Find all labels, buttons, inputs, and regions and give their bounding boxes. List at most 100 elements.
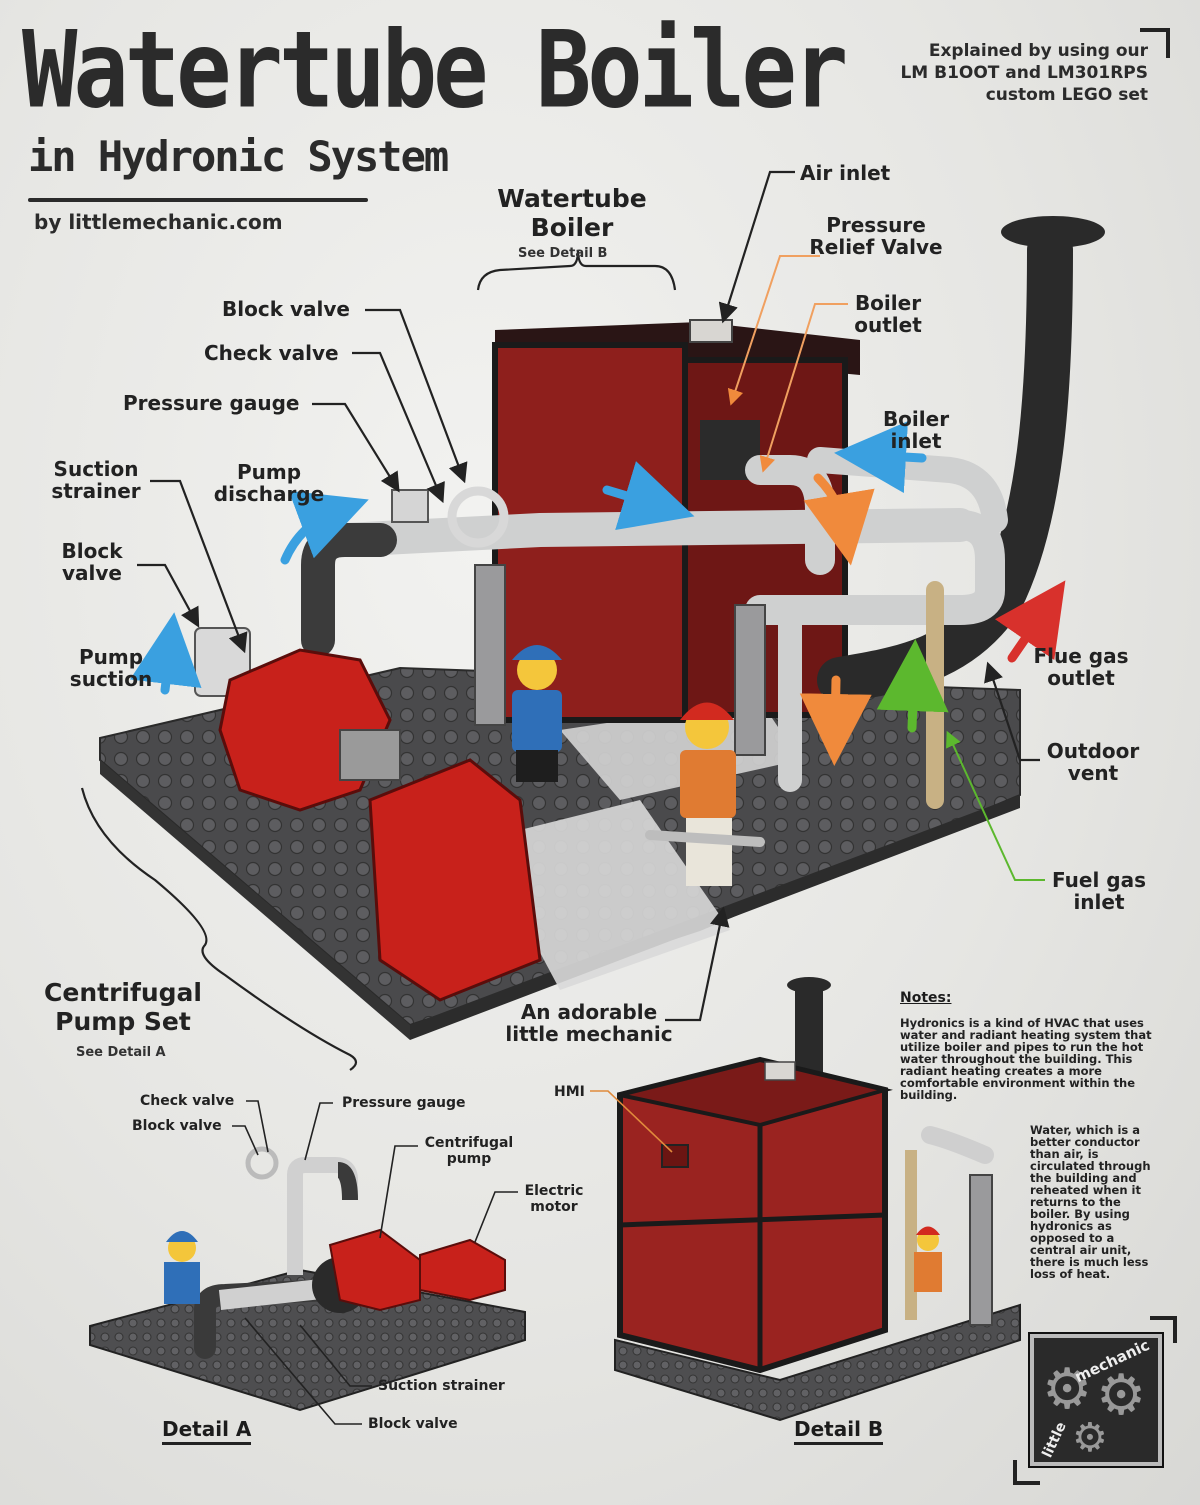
label-boiler-inlet: Boiler inlet bbox=[874, 408, 958, 452]
detail-a-centrifugal-pump: Centrifugal pump bbox=[420, 1135, 518, 1167]
flow-arrow-boiler-inlet bbox=[834, 421, 927, 494]
leader-fuel-gas bbox=[946, 730, 1045, 881]
pump-suction-line-1: Pump bbox=[78, 645, 144, 669]
outdoor-vent-line-1: Outdoor bbox=[1046, 739, 1140, 763]
page-title: Watertube Boiler bbox=[22, 8, 848, 132]
detail-b-illustration bbox=[614, 977, 1021, 1422]
detail-a-illustration bbox=[89, 1146, 526, 1412]
mechanic-line-2: little mechanic bbox=[505, 1022, 673, 1046]
minifigure-blue bbox=[512, 645, 562, 782]
pump-set-line-2: Pump Set bbox=[55, 1007, 191, 1036]
detail-a-pump-line-1: Centrifugal bbox=[424, 1135, 514, 1151]
detail-a-pump-line-2: pump bbox=[446, 1151, 492, 1167]
flow-arrow-fuel bbox=[876, 639, 949, 733]
label-outdoor-vent: Outdoor vent bbox=[1042, 740, 1144, 784]
page-subtitle: in Hydronic System bbox=[28, 132, 449, 181]
flue-gas-line-2: outlet bbox=[1047, 666, 1115, 690]
corner-bracket-logo-top bbox=[1150, 1316, 1177, 1343]
flue-gas-line-1: Flue gas bbox=[1033, 644, 1129, 668]
label-flue-gas-outlet: Flue gas outlet bbox=[1028, 645, 1134, 689]
leader-check-valve bbox=[352, 351, 445, 504]
credit-line-1: Explained by using our bbox=[928, 41, 1148, 61]
gear-icon: ⚙ bbox=[1096, 1363, 1147, 1428]
leader-block-valve bbox=[365, 308, 468, 484]
label-pressure-gauge: Pressure gauge bbox=[123, 391, 300, 415]
boiler-title-line-2: Boiler bbox=[530, 213, 614, 242]
label-suction-strainer: Suction strainer bbox=[48, 458, 144, 502]
detail-a-pressure-gauge: Pressure gauge bbox=[342, 1095, 466, 1111]
credit-note: Explained by using our LM B1OOT and LM30… bbox=[808, 40, 1148, 106]
label-pump-discharge: Pump discharge bbox=[212, 461, 326, 505]
label-pump-set-see: See Detail A bbox=[76, 1045, 166, 1060]
mechanic-line-1: An adorable bbox=[520, 1000, 658, 1024]
leader-boiler-outlet bbox=[759, 303, 848, 473]
leader-outdoor-vent bbox=[984, 661, 1040, 762]
boiler-outlet-line-2: outlet bbox=[854, 313, 922, 337]
suction-strainer-line-1: Suction bbox=[53, 457, 139, 481]
leader-pressure-relief bbox=[727, 255, 820, 406]
minifigure-mechanic bbox=[645, 702, 765, 886]
pump-discharge-line-2: discharge bbox=[213, 482, 325, 506]
detail-b-hmi: HMI bbox=[554, 1084, 585, 1100]
flow-arrow-flue bbox=[994, 580, 1066, 663]
detail-a-suction-strainer: Suction strainer bbox=[378, 1378, 505, 1394]
pump-set-bracket bbox=[80, 787, 358, 1071]
label-air-inlet: Air inlet bbox=[800, 161, 891, 185]
gear-icon: ⚙ bbox=[1042, 1357, 1093, 1422]
label-centrifugal-pump-set: Centrifugal Pump Set bbox=[30, 978, 216, 1036]
label-block-valve-top: Block valve bbox=[222, 297, 350, 321]
flow-arrow-hot-2 bbox=[799, 675, 872, 766]
support-column-left bbox=[474, 564, 506, 726]
label-pump-suction: Pump suction bbox=[66, 646, 156, 690]
label-boiler-see: See Detail B bbox=[518, 246, 608, 261]
corner-bracket-top bbox=[1140, 28, 1170, 58]
block-valve-left-line-1: Block bbox=[61, 539, 123, 563]
boiler-outlet-line-1: Boiler bbox=[854, 291, 922, 315]
leader-lines bbox=[80, 170, 1040, 1071]
boiler-bracket bbox=[476, 249, 677, 291]
gear-icon: ⚙ bbox=[1072, 1415, 1108, 1461]
leader-air-inlet bbox=[718, 170, 795, 324]
outdoor-vent-line-2: vent bbox=[1067, 761, 1119, 785]
detail-a-block-valve-bottom: Block valve bbox=[368, 1416, 458, 1432]
littlemechanic-logo: ⚙ ⚙ ⚙ mechanic little bbox=[1028, 1332, 1164, 1468]
block-valve-left-line-2: valve bbox=[62, 561, 122, 585]
pressure-relief-line-2: Relief Valve bbox=[809, 235, 943, 259]
leader-block-valve-left bbox=[137, 563, 200, 628]
flow-arrow-hot-1 bbox=[803, 473, 875, 566]
credit-line-3: custom LEGO set bbox=[985, 85, 1148, 105]
pressure-relief-line-1: Pressure bbox=[826, 213, 926, 237]
detail-a-motor-line-2: motor bbox=[530, 1199, 578, 1215]
notes-paragraph-2: Water, which is a better conductor than … bbox=[1030, 1123, 1151, 1281]
detail-a-electric-motor: Electric motor bbox=[518, 1183, 590, 1215]
notes-heading: Notes: bbox=[900, 990, 952, 1006]
detail-a-check-valve: Check valve bbox=[140, 1093, 235, 1109]
detail-b-title: Detail B bbox=[794, 1417, 884, 1445]
pump-suction-line-2: suction bbox=[69, 667, 153, 691]
detail-b-hmi-leader bbox=[590, 1090, 673, 1153]
leader-mechanic bbox=[665, 906, 730, 1022]
corner-bracket-logo-bottom bbox=[1013, 1460, 1040, 1485]
logo-word-little: little bbox=[1039, 1419, 1070, 1461]
notes-paragraph-1: Hydronics is a kind of HVAC that uses wa… bbox=[900, 1016, 1152, 1102]
label-check-valve: Check valve bbox=[204, 341, 339, 365]
fuel-gas-line-1: Fuel gas bbox=[1051, 868, 1146, 892]
detail-a-title: Detail A bbox=[162, 1417, 252, 1445]
boiler-inlet-line-2: inlet bbox=[890, 429, 942, 453]
flow-arrow-return bbox=[602, 461, 695, 531]
detail-a-motor-line-1: Electric bbox=[524, 1183, 584, 1199]
detail-a-block-valve-top: Block valve bbox=[132, 1118, 222, 1134]
label-boiler-outlet: Boiler outlet bbox=[846, 292, 930, 336]
support-column-right bbox=[734, 604, 766, 756]
check-valve-wheel bbox=[447, 486, 509, 548]
title-underline bbox=[28, 198, 368, 202]
pump-set bbox=[194, 627, 542, 1002]
flow-arrow-suction bbox=[129, 612, 202, 695]
credit-line-2: LM B1OOT and LM301RPS bbox=[900, 63, 1148, 83]
flow-arrow-discharge bbox=[280, 490, 369, 565]
label-boiler-title: Watertube Boiler bbox=[487, 184, 657, 242]
chimney-cap bbox=[1001, 216, 1105, 248]
suction-strainer-line-2: strainer bbox=[51, 479, 141, 503]
detail-a-leaders bbox=[232, 1100, 518, 1425]
